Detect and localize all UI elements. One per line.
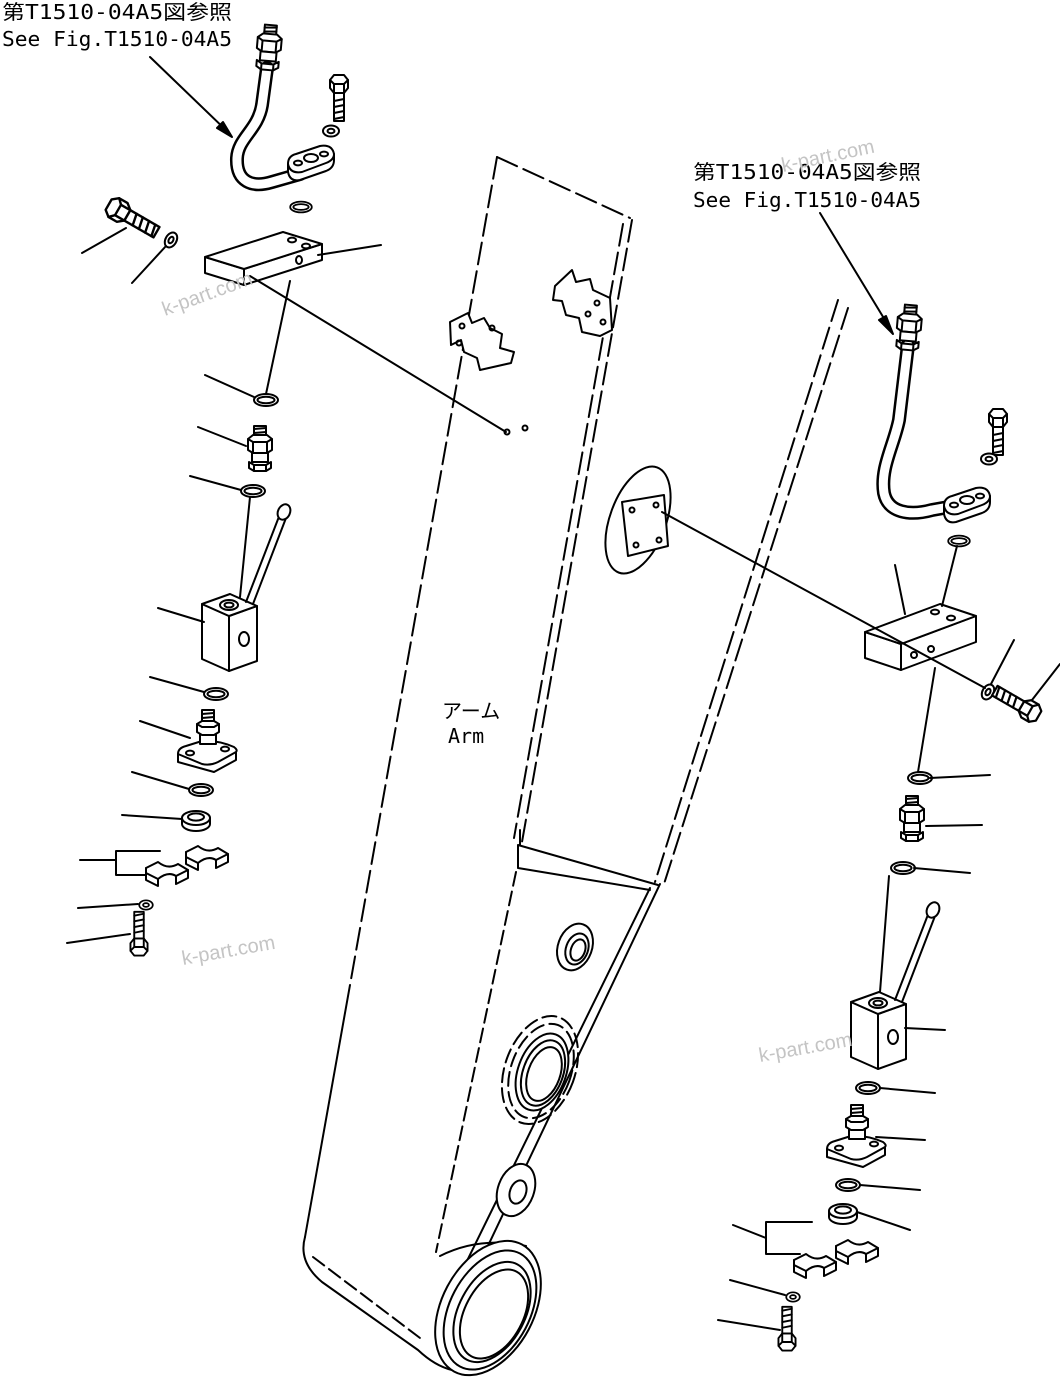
left-clamp-bracket — [115, 850, 161, 876]
left-flange — [287, 144, 335, 182]
right-half-clamp-2 — [793, 1253, 837, 1279]
right-callout-en: See Fig.T1510-04A5 — [693, 188, 921, 212]
left-fitting — [247, 425, 273, 472]
right-leader-lines — [717, 564, 1060, 1331]
right-flange-washer — [980, 452, 998, 466]
left-flange-washer — [322, 124, 340, 138]
left-callout-jp: 第T1510-04A5図参照 — [2, 0, 232, 24]
right-hose — [876, 303, 967, 520]
left-flange-fitting — [177, 709, 238, 773]
left-clamp-bolt — [129, 910, 149, 957]
right-half-clamp-1 — [835, 1239, 879, 1265]
right-seal — [828, 1203, 858, 1225]
arm-label-jp: アーム — [442, 699, 500, 723]
right-clamp-washer — [785, 1291, 801, 1303]
left-flange-oring — [289, 200, 313, 214]
arm-mounting-plate — [604, 465, 672, 575]
arm-boss-upper — [556, 922, 594, 972]
right-fitting — [899, 795, 925, 842]
arm-bracket-left — [449, 312, 515, 371]
right-flange — [943, 486, 991, 524]
left-assembly: 第T1510-04A5図参照 See Fig.T1510-04A5 — [2, 0, 507, 957]
right-clamp-bracket — [765, 1221, 813, 1255]
left-half-clamp-2 — [145, 861, 189, 887]
right-flange-oring — [947, 534, 971, 548]
left-leader-lines — [66, 227, 382, 944]
right-clamp-bolt — [777, 1305, 797, 1352]
left-oring-1 — [253, 393, 279, 407]
left-seal — [181, 810, 211, 832]
left-hose — [230, 23, 307, 192]
left-oring-2 — [240, 484, 266, 498]
right-oring-1 — [907, 771, 933, 785]
arm-end-boss — [434, 1239, 542, 1377]
watermark-1: k-part.com — [159, 268, 255, 321]
left-callout-en: See Fig.T1510-04A5 — [2, 27, 232, 51]
watermark-3: k-part.com — [180, 932, 277, 970]
left-mount-bolt — [102, 194, 164, 243]
arm-boss-middle — [500, 1015, 580, 1125]
right-oring-4 — [835, 1178, 861, 1192]
left-half-clamp-1 — [185, 845, 229, 871]
right-oring-2 — [890, 861, 916, 875]
arm-label-en: Arm — [448, 724, 484, 748]
right-flange-fitting — [826, 1104, 887, 1168]
right-flange-bolt — [988, 408, 1008, 456]
left-clamp-washer — [138, 899, 154, 911]
right-adapter-block — [864, 603, 977, 671]
watermark-4: k-part.com — [757, 1029, 854, 1067]
right-valve — [850, 899, 943, 1070]
left-oring-3 — [203, 687, 229, 701]
arm: アーム Arm — [302, 156, 849, 1377]
arm-bracket-right — [552, 269, 613, 337]
left-reference-arrow — [149, 56, 233, 138]
left-adapter-block — [204, 231, 323, 286]
right-reference-arrow — [819, 212, 894, 335]
right-assembly: 第T1510-04A5図参照 See Fig.T1510-04A5 — [661, 160, 1060, 1352]
left-flange-bolt — [329, 74, 349, 122]
right-oring-3 — [855, 1081, 881, 1095]
left-oring-4 — [188, 783, 214, 797]
right-callout-jp: 第T1510-04A5図参照 — [693, 160, 921, 184]
arm-boss-lower — [495, 1162, 537, 1218]
right-mount-bolt — [988, 680, 1045, 726]
